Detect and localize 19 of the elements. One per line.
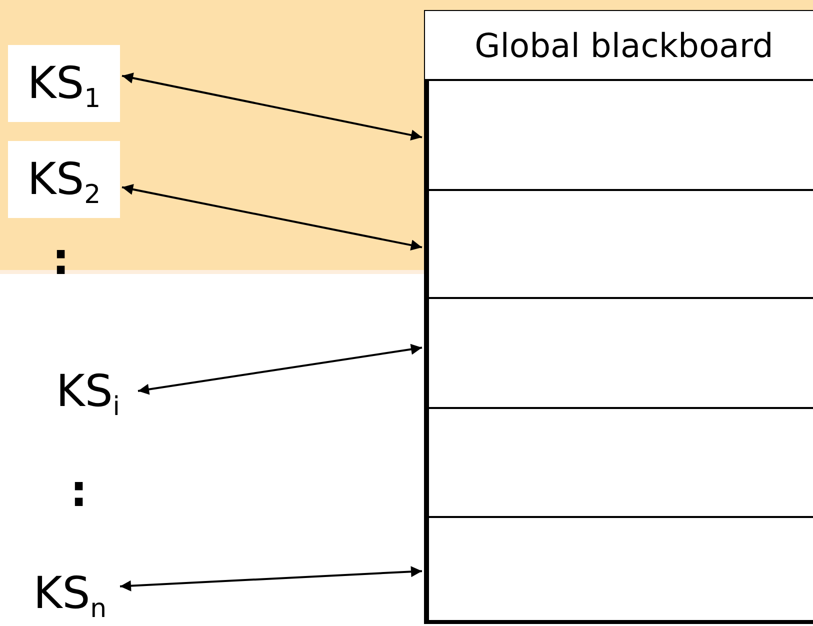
blackboard-row bbox=[424, 189, 813, 297]
knowledge-source-name: KS$_{n}$ bbox=[33, 568, 107, 618]
double-headed-arrow bbox=[122, 184, 422, 251]
heading-text: Global blackboard bbox=[474, 26, 774, 64]
knowledge-source-box bbox=[8, 45, 120, 122]
knowledge-source-name: KS$_{1}$ bbox=[27, 58, 101, 109]
double-headed-arrow bbox=[122, 72, 422, 140]
blackboard-row bbox=[424, 516, 813, 624]
blackboard-row bbox=[424, 407, 813, 516]
double-headed-arrow bbox=[138, 344, 422, 395]
blackboard-row bbox=[424, 297, 813, 407]
blackboard-row bbox=[424, 79, 813, 189]
ellipsis-mark: : bbox=[70, 470, 88, 514]
double-headed-arrow bbox=[120, 566, 422, 592]
ellipsis-mark: : bbox=[52, 238, 70, 282]
knowledge-source-name: KS$_{2}$ bbox=[27, 154, 101, 205]
knowledge-source-name: KS$_{i}$ bbox=[56, 366, 120, 416]
knowledge-source-box bbox=[8, 141, 120, 218]
blackboard-header bbox=[424, 10, 813, 79]
